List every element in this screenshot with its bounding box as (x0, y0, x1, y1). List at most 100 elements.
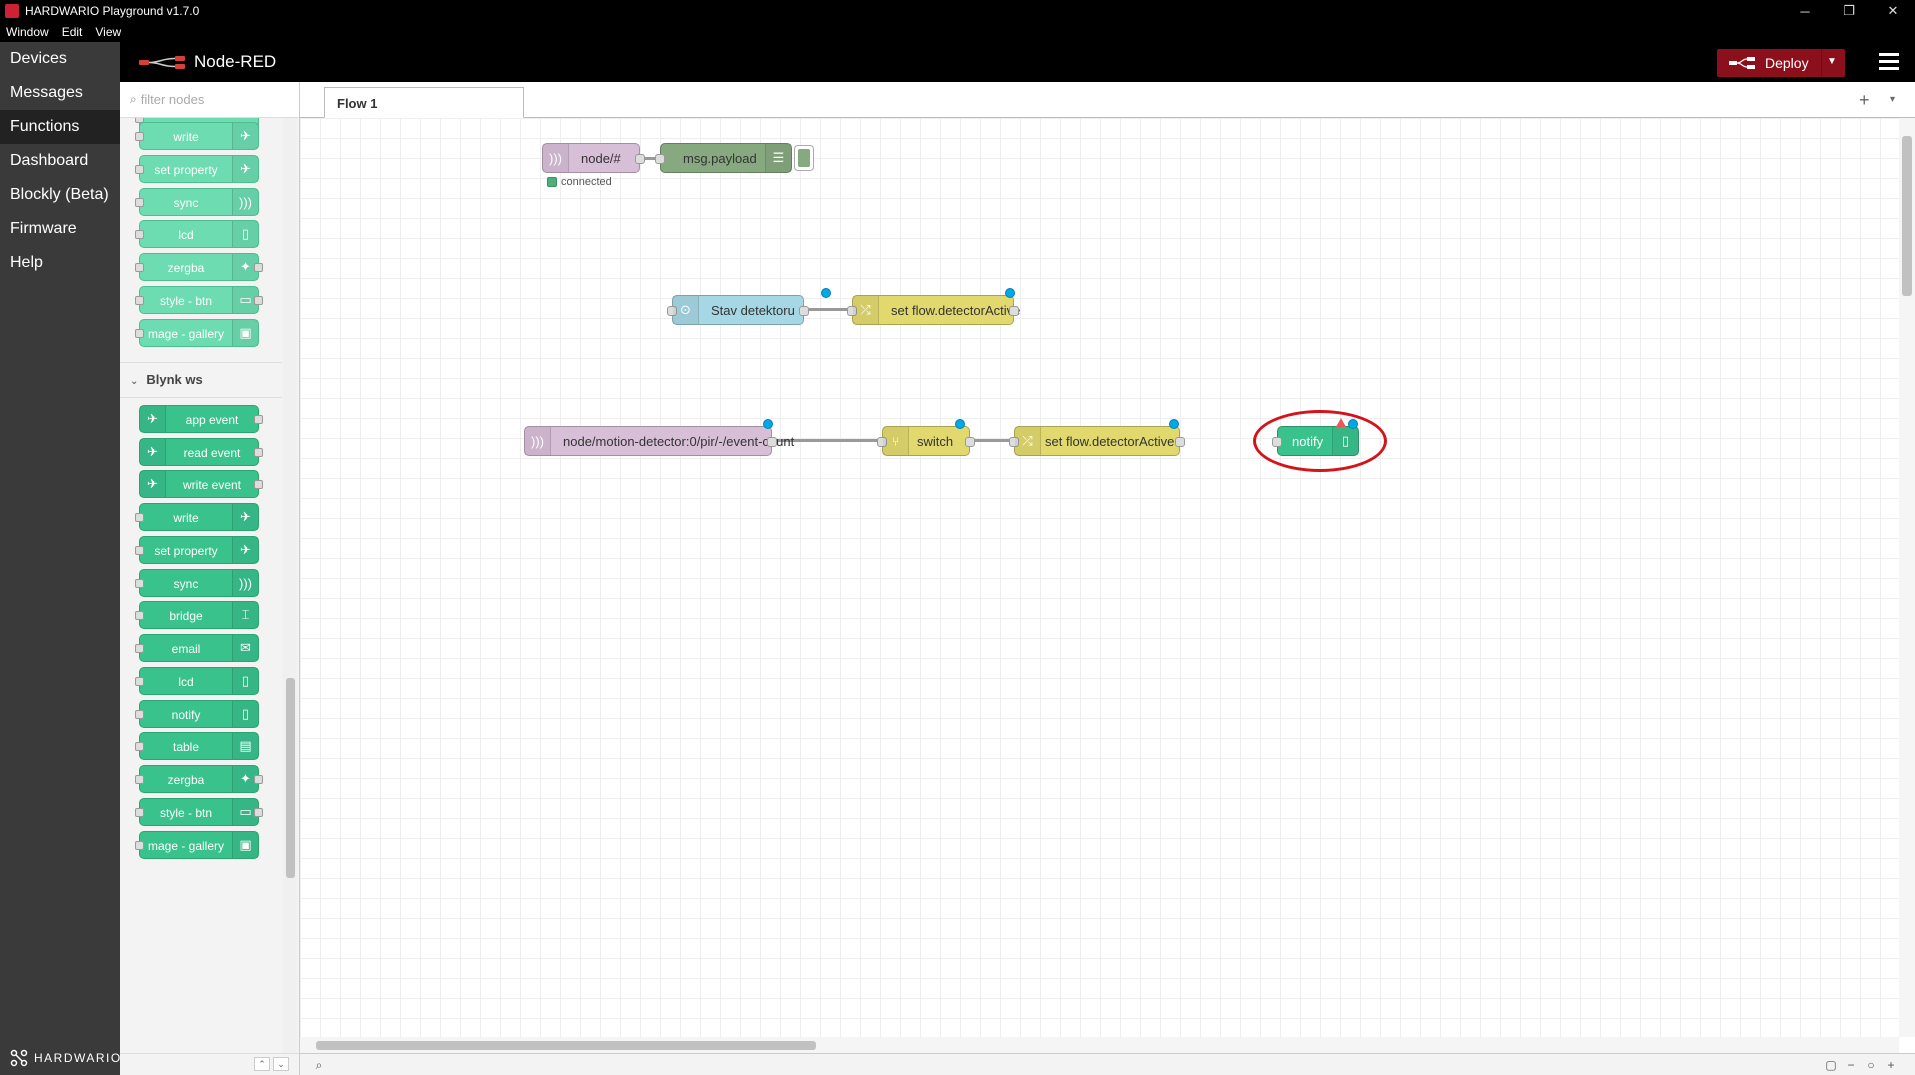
nav-functions[interactable]: Functions (0, 110, 120, 144)
wire[interactable] (970, 439, 1014, 442)
debug-toggle-indicator (798, 149, 810, 167)
palette-node-zergba[interactable]: zergba✦ (135, 765, 263, 793)
nodered-title: Node-RED (194, 52, 277, 71)
palette-node-sync[interactable]: sync))) (135, 569, 259, 597)
nav-messages[interactable]: Messages (10, 84, 83, 101)
zergba-icon: ✦ (232, 766, 258, 792)
lcd-icon: ▯ (232, 221, 258, 247)
navigator-icon[interactable]: ▢ (1825, 1058, 1837, 1072)
palette-node-bridge[interactable]: bridge⌶ (135, 601, 259, 629)
window-titlebar: HARDWARIO Playground v1.7.0 ─ ❐ ✕ (0, 0, 1915, 22)
collapse-all-icon[interactable]: ⌃ (254, 1057, 270, 1071)
palette-node-set-property[interactable]: set property✈ (135, 536, 259, 564)
palette-node-write[interactable]: write✈ (135, 503, 259, 531)
palette-node-lcd[interactable]: lcd▯ (135, 667, 259, 695)
blynk-icon: ✈ (232, 123, 258, 149)
palette-node-sync[interactable]: sync))) (135, 188, 259, 216)
hardwario-logo-icon (10, 1049, 28, 1067)
switch-icon: ⑂ (883, 427, 909, 455)
palette-scrollbar-thumb[interactable] (286, 678, 295, 878)
nav-blockly[interactable]: Blockly (Beta) (10, 186, 109, 203)
restore-button[interactable]: ❐ (1843, 3, 1855, 18)
palette-category-blynk-ws[interactable]: ⌄Blynk ws (120, 362, 282, 398)
ui-switch-node[interactable]: ⊙ Stav detektoru (667, 288, 831, 325)
node-palette: ⌕ filter nodes write✈ set property✈ sync… (120, 82, 300, 1075)
palette-node-set-property[interactable]: set property✈ (135, 155, 259, 183)
tab-flow-1[interactable]: Flow 1 (324, 87, 524, 118)
blynk-icon: ✈ (232, 537, 258, 563)
deploy-icon (1729, 57, 1755, 69)
palette-node-write[interactable]: write✈ (135, 122, 259, 150)
nodered-header: Node-RED Deploy ▼ (120, 42, 1915, 82)
switch-node[interactable]: ⑂ switch (877, 419, 975, 456)
shuffle-icon: ⤮ (1015, 427, 1041, 455)
palette-node-image-gallery[interactable]: mage - gallery▣ (135, 831, 259, 859)
palette-node-table[interactable]: table▤ (135, 732, 259, 760)
palette-scrollbar[interactable] (283, 118, 297, 1053)
expand-all-icon[interactable]: ⌄ (273, 1057, 289, 1071)
menu-edit[interactable]: Edit (61, 25, 83, 39)
deploy-label: Deploy (1765, 55, 1809, 71)
deploy-separator (1821, 49, 1822, 77)
filter-nodes-input[interactable]: ⌕ filter nodes (120, 82, 299, 118)
image-icon: ▣ (232, 832, 258, 858)
palette-node-style-btn[interactable]: style - btn▭ (135, 286, 263, 314)
zoom-in-icon[interactable]: + (1887, 1058, 1895, 1072)
blynk-icon: ✈ (140, 471, 166, 497)
palette-node-app-event[interactable]: ✈app event (139, 405, 263, 433)
palette-scroll-area[interactable]: write✈ set property✈ sync))) lcd▯ zergba… (120, 118, 299, 1053)
horizontal-scrollbar-thumb[interactable] (316, 1041, 816, 1050)
tab-list-icon[interactable]: ▾ (1890, 94, 1896, 105)
menubar: Window Edit View (0, 22, 1915, 42)
palette-node-zergba[interactable]: zergba✦ (135, 253, 263, 281)
window-title: HARDWARIO Playground v1.7.0 (25, 4, 200, 18)
debug-toggle-button[interactable] (794, 145, 814, 171)
flow-workspace[interactable]: ))) node/# connected msg.payload ☰ ⊙ Sta… (300, 118, 1899, 1037)
nodered-logo-icon (139, 56, 185, 69)
change-node[interactable]: ⤮ set flow.detectorActive (1009, 419, 1185, 456)
mqtt-in-node[interactable]: ))) node/motion-detector:0/pir/-/event-c… (524, 419, 794, 456)
debug-node[interactable]: msg.payload ☰ (655, 143, 792, 173)
change-node[interactable]: ⤮ set flow.detectorActive (847, 288, 1020, 325)
palette-node-email[interactable]: email✉ (135, 634, 259, 662)
zoom-out-icon[interactable]: − (1847, 1058, 1855, 1072)
nav-dashboard[interactable]: Dashboard (10, 152, 89, 169)
mqtt-in-node[interactable]: ))) node/# (542, 143, 645, 173)
caret-down-icon[interactable]: ▼ (1827, 56, 1837, 67)
palette-node-lcd[interactable]: lcd▯ (135, 220, 259, 248)
menu-icon[interactable] (1879, 53, 1899, 74)
palette-node-read-event[interactable]: ✈read event (139, 438, 263, 466)
search-icon[interactable]: ⌕ (315, 1058, 323, 1072)
close-button[interactable]: ✕ (1887, 3, 1899, 18)
search-icon: ⌕ (130, 92, 137, 106)
workspace-horizontal-scrollbar[interactable] (300, 1037, 1899, 1053)
nav-firmware[interactable]: Firmware (10, 220, 77, 237)
palette-node-style-btn[interactable]: style - btn▭ (135, 798, 263, 826)
app-sidebar: Devices Messages Functions Dashboard Blo… (0, 42, 120, 1075)
phone-notify-icon: ▯ (232, 701, 258, 727)
changed-indicator-icon (955, 419, 965, 429)
zoom-reset-icon[interactable]: ○ (1867, 1058, 1875, 1072)
add-flow-icon[interactable]: + (1859, 90, 1870, 110)
palette-node-image-gallery[interactable]: mage - gallery▣ (135, 319, 259, 347)
toggle-icon: ⊙ (673, 296, 699, 324)
vertical-scrollbar-thumb[interactable] (1902, 136, 1912, 296)
minimize-button[interactable]: ─ (1800, 3, 1810, 19)
nav-devices[interactable]: Devices (10, 50, 67, 67)
wire[interactable] (804, 308, 852, 311)
palette-node-notify[interactable]: notify▯ (135, 700, 259, 728)
palette-node-write-event[interactable]: ✈write event (139, 470, 263, 498)
menu-window[interactable]: Window (6, 25, 49, 39)
filter-placeholder: filter nodes (140, 92, 205, 107)
nav-help[interactable]: Help (10, 254, 43, 271)
status-dot-icon (547, 177, 557, 187)
deploy-button[interactable]: Deploy ▼ (1717, 49, 1845, 77)
wire[interactable] (640, 157, 660, 160)
chevron-down-icon: ⌄ (130, 376, 139, 387)
workspace-vertical-scrollbar[interactable] (1899, 118, 1915, 1037)
changed-indicator-icon (1005, 288, 1015, 298)
wire[interactable] (772, 439, 882, 442)
node-status: connected (547, 176, 612, 188)
button-icon: ▭ (232, 287, 258, 313)
menu-view[interactable]: View (95, 25, 122, 39)
